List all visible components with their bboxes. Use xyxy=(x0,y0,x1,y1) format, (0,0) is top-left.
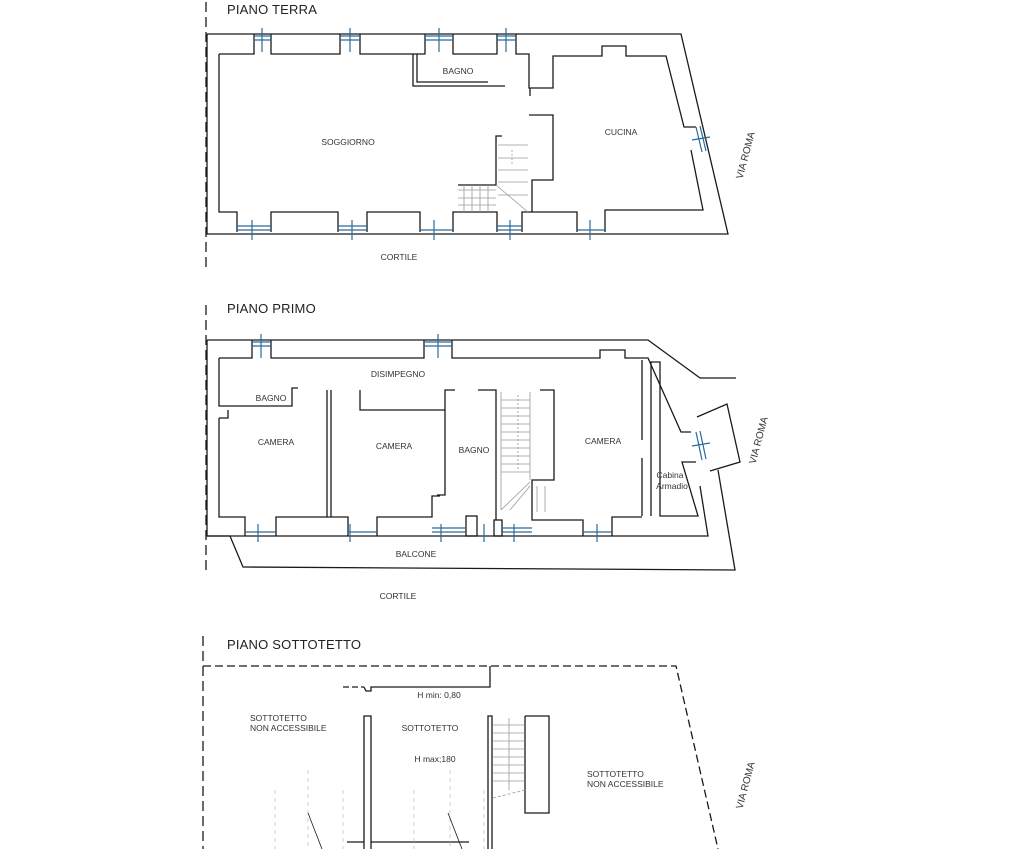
stairs-ground-floor xyxy=(458,144,529,213)
room-label-cucina: CUCINA xyxy=(604,127,638,137)
room-label-non-accessibile-left-1: SOTTOTETTO xyxy=(250,713,307,723)
stairs-first-floor xyxy=(500,392,546,512)
annotation-h-min: H min: 0,80 xyxy=(417,690,461,700)
piano-primo-plan xyxy=(206,339,741,571)
room-label-camera-3: CAMERA xyxy=(584,436,622,446)
room-label-bagno-1: BAGNO xyxy=(255,393,287,403)
room-label-cabina: Cabina xyxy=(656,470,684,480)
room-label-soggiorno: SOGGIORNO xyxy=(321,137,375,147)
stairs-attic xyxy=(492,718,526,799)
floor-title-ground: PIANO TERRA xyxy=(227,2,318,17)
room-label-bagno: BAGNO xyxy=(442,66,474,76)
outside-label-cortile-2: CORTILE xyxy=(379,591,417,601)
room-label-camera-2: CAMERA xyxy=(375,441,413,451)
outside-label-cortile: CORTILE xyxy=(380,252,418,262)
roof-beams xyxy=(274,770,485,849)
room-label-armadio: Armadio xyxy=(656,481,688,491)
room-label-disimpegno: DISIMPEGNO xyxy=(370,369,426,379)
annotation-h-max: H max;180 xyxy=(414,754,456,764)
room-label-sottotetto: SOTTOTETTO xyxy=(401,723,459,733)
room-label-non-accessibile-right-1: SOTTOTETTO xyxy=(587,769,644,779)
windows xyxy=(237,28,711,542)
room-label-non-accessibile-left-2: NON ACCESSIBILE xyxy=(250,723,327,733)
room-label-non-accessibile-right-2: NON ACCESSIBILE xyxy=(587,779,664,789)
room-label-bagno-2: BAGNO xyxy=(458,445,490,455)
piano-terra-plan xyxy=(206,33,729,235)
room-label-camera-1: CAMERA xyxy=(257,437,295,447)
floor-title-attic: PIANO SOTTOTETTO xyxy=(227,637,362,652)
outside-label-balcone: BALCONE xyxy=(395,549,437,559)
floor-title-first: PIANO PRIMO xyxy=(227,301,316,316)
